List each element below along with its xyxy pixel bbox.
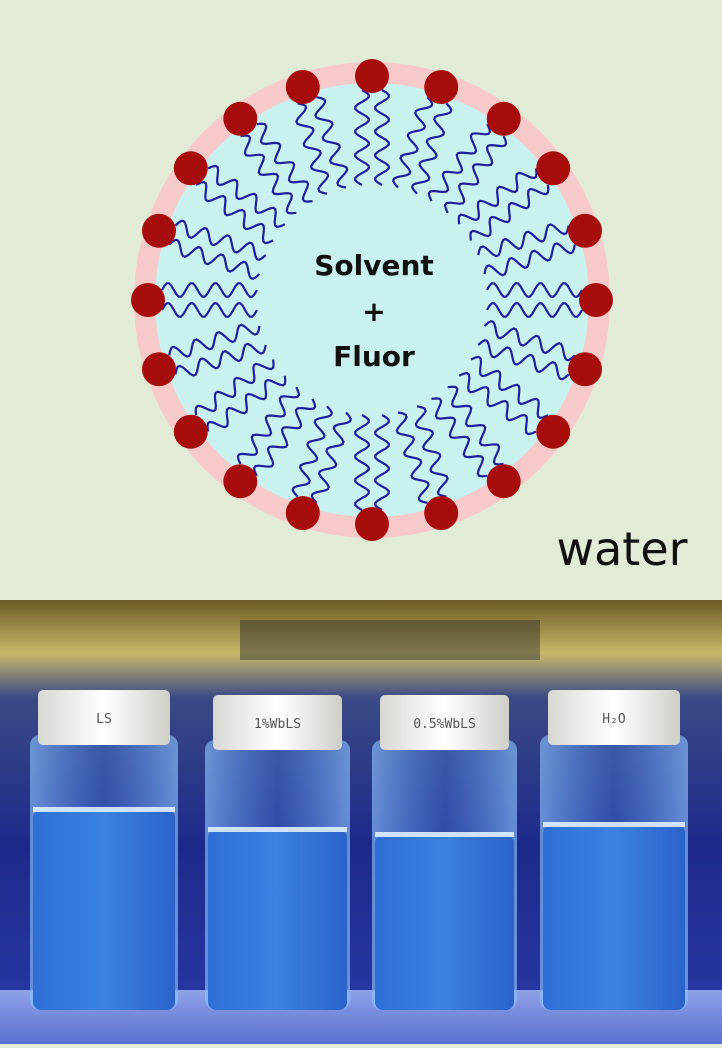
micelle-core <box>155 83 589 517</box>
surfactant-tail <box>295 102 330 195</box>
surfactant-tail <box>486 282 583 298</box>
vial-liquid <box>375 835 514 1010</box>
vial-meniscus <box>33 807 175 812</box>
vial-liquid <box>543 825 685 1010</box>
surfactant-molecules <box>131 59 613 541</box>
surfactant-tail <box>477 223 570 258</box>
surfactant-tail <box>252 398 317 477</box>
surfactant-head <box>486 464 521 499</box>
vial-cap <box>38 690 170 745</box>
surfactant-head <box>536 151 571 186</box>
surfactant-tail <box>486 302 583 318</box>
surfactant-head <box>568 352 602 387</box>
surfactant-tail <box>168 323 261 358</box>
surfactant-tail <box>195 180 274 245</box>
surfactant-head <box>424 496 459 530</box>
vial-cap <box>380 695 509 750</box>
surfactant-tail <box>457 168 538 225</box>
surfactant-head <box>486 101 521 136</box>
surfactant-head <box>536 414 571 449</box>
vial: 1%WbLS <box>205 695 350 1010</box>
vial-meniscus <box>208 827 347 832</box>
surfactant-tail <box>374 89 390 186</box>
surfactant-tail <box>392 96 434 189</box>
surfactant-tail <box>483 242 576 277</box>
vial-meniscus <box>543 822 685 827</box>
vial: 0.5%WbLS <box>372 695 517 1010</box>
surfactant-tail <box>431 397 488 478</box>
surfactant-head <box>285 496 320 530</box>
surfactant-tail <box>443 135 508 214</box>
surfactant-head <box>355 59 389 93</box>
water-label: water <box>556 522 687 576</box>
surfactant-tail <box>427 123 492 202</box>
surfactant-tail <box>354 414 370 511</box>
surfactant-head <box>142 352 176 387</box>
surfactant-tail <box>207 164 286 229</box>
surfactant-tail <box>458 371 537 436</box>
vial: H₂O <box>540 690 688 1010</box>
surfactant-tail <box>161 302 258 318</box>
surfactant-head <box>173 151 208 186</box>
surfactant-head <box>424 70 459 104</box>
surfactant-tail <box>470 355 549 420</box>
surfactant-tail <box>447 385 504 466</box>
vial-liquid <box>33 810 175 1010</box>
surfactant-tail <box>483 320 576 362</box>
surfactant-tail <box>414 405 449 498</box>
surfactant-tail <box>469 184 550 241</box>
surfactant-head <box>173 414 208 449</box>
surfactant-tail <box>236 386 301 465</box>
surfactant-tail <box>411 102 453 195</box>
vials-photo: LS 1%WbLS 0.5%WbLS H₂O <box>0 600 722 1044</box>
surfactant-tail <box>310 411 352 504</box>
surfactant-tail <box>395 411 430 504</box>
surfactant-tail <box>477 339 570 381</box>
vial-cap-label: H₂O <box>602 712 626 727</box>
vial: LS <box>30 690 178 1010</box>
vial-cap-label: 0.5%WbLS <box>413 717 476 732</box>
micelle-diagram-panel: Solvent + Fluor water <box>131 59 688 576</box>
vial-cap <box>213 695 342 750</box>
surfactant-head <box>579 283 613 317</box>
surfactant-tail <box>314 96 349 189</box>
background-equipment <box>240 620 540 660</box>
surfactant-head <box>223 464 258 499</box>
surfactant-tail <box>161 282 258 298</box>
vial-cap-label: 1%WbLS <box>254 717 301 732</box>
surfactant-head <box>568 213 602 248</box>
core-label-plus: + <box>362 295 385 328</box>
vial-meniscus <box>375 832 514 837</box>
surfactant-tail <box>256 122 313 203</box>
surfactant-tail <box>174 342 267 377</box>
surfactant-head <box>285 70 320 104</box>
vial-cap-label: LS <box>96 712 112 727</box>
core-label-solvent: Solvent <box>314 249 434 282</box>
vials-photo-illustration: LS 1%WbLS 0.5%WbLS H₂O <box>0 600 722 1044</box>
surfactant-tail <box>354 89 370 186</box>
vial-cap <box>548 690 680 745</box>
surfactant-tail <box>206 375 287 432</box>
surfactant-tail <box>168 238 261 280</box>
surfactant-head <box>142 213 176 248</box>
vials-group: LS 1%WbLS 0.5%WbLS H₂O <box>30 690 688 1010</box>
surfactant-head <box>131 283 165 317</box>
surfactant-tail <box>240 134 297 215</box>
surfactant-tail <box>374 414 390 511</box>
surfactant-tail <box>194 359 275 416</box>
vial-liquid <box>208 830 347 1010</box>
surfactant-tail <box>174 219 267 261</box>
surfactant-head <box>223 101 258 136</box>
core-label-fluor: Fluor <box>333 340 415 373</box>
surfactant-head <box>355 507 389 541</box>
surfactant-tail <box>291 405 333 498</box>
micelle-diagram: Solvent + Fluor water <box>131 59 688 576</box>
